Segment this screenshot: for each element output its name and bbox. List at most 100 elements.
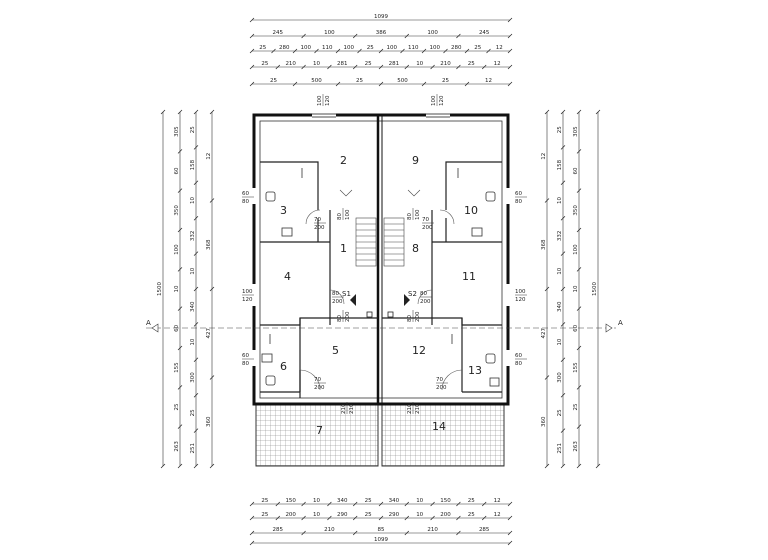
opening-width: 80	[337, 315, 343, 322]
opening-height: 120	[242, 297, 253, 303]
top-row1-tick	[301, 33, 306, 39]
bottom-row1-tick	[327, 501, 332, 507]
left-col3-tick	[193, 392, 199, 398]
top-row2-tick	[486, 48, 491, 54]
bottom-row3-label: 210	[427, 527, 438, 533]
top-row2-label: 100	[387, 45, 398, 51]
opening-height: 210	[349, 403, 355, 414]
right-col2-label: 60	[573, 167, 579, 174]
opening-width: 70	[436, 377, 443, 383]
right-col1-tick	[595, 463, 601, 469]
bottom-row3-label: 85	[378, 527, 385, 533]
right-col2-tick	[576, 424, 582, 429]
section-s1: S1	[342, 290, 351, 298]
bottom-row2-tick	[249, 515, 255, 521]
left-col2-tick	[177, 109, 183, 115]
room-11: 11	[462, 270, 476, 283]
opening-width: 60	[242, 191, 249, 197]
terrace-left	[255, 403, 379, 467]
left-col1-tick	[160, 463, 166, 469]
room-2: 2	[340, 154, 347, 167]
opening-height: 200	[332, 299, 343, 305]
left-col2-tick	[177, 345, 183, 351]
inner-wall-line	[259, 120, 503, 399]
bottom-row3-tick	[352, 530, 358, 536]
right-col4-tick	[544, 375, 550, 380]
top-row3-tick	[378, 64, 384, 70]
opening-height: 200	[314, 385, 325, 391]
bottom-row1-tick	[481, 501, 487, 507]
left-col2-label: 100	[174, 244, 180, 255]
partitions-right	[382, 161, 502, 393]
top-row2-tick	[378, 48, 384, 54]
bottom-row1-tick	[301, 501, 306, 507]
bottom-row1-tick	[352, 501, 358, 507]
window-marks	[252, 113, 510, 366]
partitions-left	[260, 161, 378, 398]
top-row2-label: 100	[344, 45, 355, 51]
opening-height: 210	[415, 403, 421, 414]
top-row3-tick	[456, 64, 461, 70]
right-col4-label: 427	[541, 328, 547, 339]
right-col3-tick	[560, 357, 566, 363]
bottom-row2-label: 25	[365, 512, 372, 518]
opening-width: 210	[407, 403, 413, 414]
opening-width: 80	[407, 213, 413, 220]
left-col3-tick	[193, 286, 199, 292]
top-row2-tick	[314, 48, 319, 54]
left-col3-label: 340	[190, 301, 196, 312]
left-col3-tick	[193, 428, 199, 433]
bottom-row2-tick	[481, 515, 487, 521]
bottom-row3-tick	[404, 530, 410, 536]
left-col3-tick	[193, 251, 199, 256]
right-col3-tick	[560, 428, 566, 433]
top-row4-label: 500	[397, 78, 408, 84]
opening-height: 200	[415, 311, 421, 322]
opening-height: 200	[436, 385, 447, 391]
room-5: 5	[332, 344, 339, 357]
top-row4-label: 25	[356, 78, 363, 84]
left-col2-tick	[177, 149, 183, 154]
left-col4-label: 427	[206, 328, 212, 339]
right-col3-tick	[560, 180, 566, 186]
top-row2-tick	[271, 48, 276, 54]
top-row4-label: 25	[270, 78, 277, 84]
left-col3-tick	[193, 463, 199, 469]
top-row3-tick	[249, 64, 255, 70]
room-12: 12	[412, 344, 426, 357]
bottom-row3-tick	[507, 530, 513, 536]
top-row3-tick	[430, 64, 435, 70]
right-col2-tick	[576, 463, 582, 469]
left-col4-label: 12	[206, 153, 212, 160]
left-col2-tick	[177, 227, 183, 233]
bottom-row2-tick	[301, 515, 306, 521]
bottom-row1-label: 340	[337, 498, 348, 504]
left-col2-label: 155	[174, 362, 180, 373]
bottom-row3-label: 285	[273, 527, 284, 533]
top-row2-label: 25	[474, 45, 481, 51]
right-col2-label: 263	[573, 441, 579, 452]
top-row2-tick	[443, 48, 448, 54]
top-row2-tick	[335, 48, 341, 54]
right-col4-label: 12	[541, 153, 547, 160]
right-col2-tick	[576, 149, 582, 154]
left-col4-tick	[209, 286, 215, 292]
opening-width: 70	[314, 217, 321, 223]
bottom-row1-label: 10	[313, 498, 320, 504]
opening-width: 80	[332, 291, 339, 297]
left-col3-tick	[193, 322, 199, 327]
opening-height: 100	[345, 209, 351, 220]
right-col3-label: 340	[557, 301, 563, 312]
left-col2-label: 305	[174, 126, 180, 137]
left-col3-label: 25	[190, 409, 196, 416]
left-col3-label: 158	[190, 159, 196, 170]
left-col2-label: 25	[174, 403, 180, 410]
left-col3-tick	[193, 145, 199, 150]
top-row2-label: 280	[451, 45, 462, 51]
